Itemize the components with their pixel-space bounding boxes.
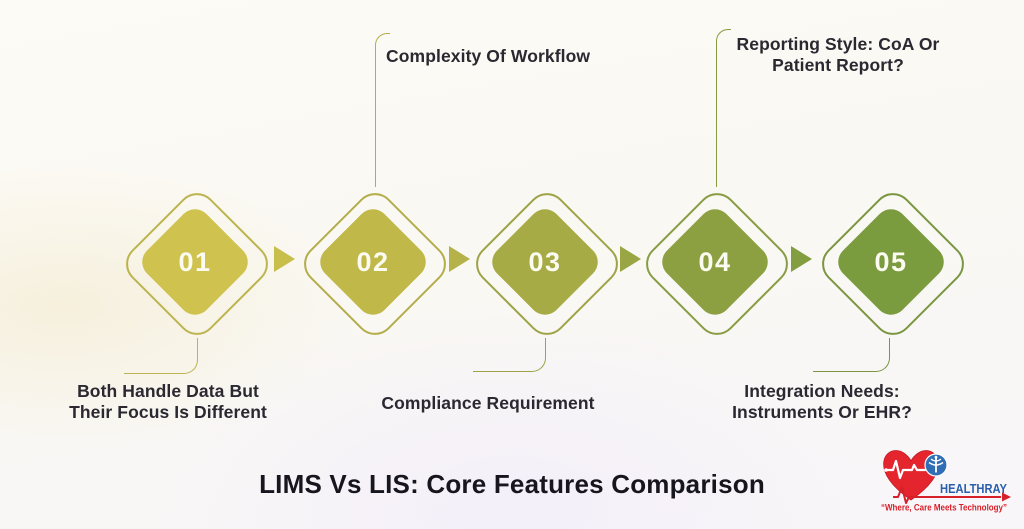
caduceus-icon xyxy=(924,453,948,477)
connector-line-step-2 xyxy=(375,33,390,187)
step-number: 02 xyxy=(356,246,390,277)
connector-line-step-1 xyxy=(124,338,198,374)
step-4-diamond: 04 xyxy=(637,184,797,344)
brand-name: HEALTHRAY xyxy=(940,481,1007,496)
step-5-diamond: 05 xyxy=(813,184,973,344)
step-number: 03 xyxy=(528,246,562,277)
arrow-right-icon xyxy=(449,246,470,272)
brand-tagline: “Where, Care Meets Technology” xyxy=(881,503,1007,513)
step-3-diamond: 03 xyxy=(467,184,627,344)
arrow-right-icon xyxy=(274,246,295,272)
page-title: LIMS Vs LIS: Core Features Comparison xyxy=(259,469,765,499)
arrow-right-icon xyxy=(791,246,812,272)
step-number: 04 xyxy=(698,246,732,277)
connector-line-step-5 xyxy=(813,338,890,372)
healthray-logo: HEALTHRAY “Where, Care Meets Technology” xyxy=(881,450,1011,513)
step-number: 05 xyxy=(874,246,908,277)
connector-line-step-3 xyxy=(473,338,546,372)
step-number: 01 xyxy=(178,246,212,277)
ecg-arrow-icon xyxy=(893,486,1011,504)
step-2-diamond: 02 xyxy=(295,184,455,344)
step-label-2: Complexity Of Workflow xyxy=(386,46,591,66)
connector-line-step-4 xyxy=(716,29,731,187)
step-label-3: Compliance Requirement xyxy=(381,393,595,413)
step-label-5: Integration Needs: Instruments Or EHR? xyxy=(732,381,912,422)
arrow-right-icon xyxy=(620,246,641,272)
step-label-1: Both Handle Data But Their Focus Is Diff… xyxy=(69,381,267,422)
step-label-4: Reporting Style: CoA Or Patient Report? xyxy=(736,34,940,75)
step-1-diamond: 01 xyxy=(117,184,277,344)
